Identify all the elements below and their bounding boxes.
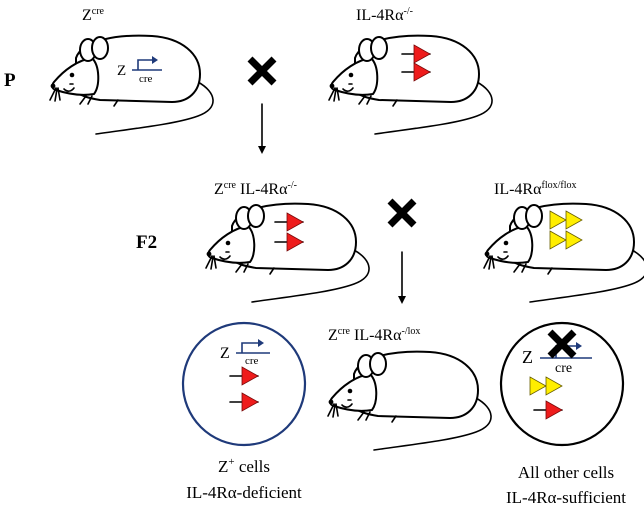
cell-right-caption-2: IL-4Rα-sufficient bbox=[506, 488, 626, 507]
f2-left-label: Zcre IL-4Rα-/- bbox=[214, 180, 297, 198]
promoter-arrow-head bbox=[152, 56, 158, 64]
gene-cre-text: cre bbox=[139, 73, 153, 85]
generation-label-p: P bbox=[4, 70, 16, 91]
promoter-arrow-head bbox=[258, 339, 264, 347]
cross-icon bbox=[390, 201, 414, 225]
mouse-icon bbox=[328, 34, 494, 135]
cell-left-caption-2: IL-4Rα-deficient bbox=[186, 483, 302, 502]
mouse-icon bbox=[483, 202, 644, 303]
offspring-label: Zcre IL-4Rα-/lox bbox=[328, 326, 420, 344]
generation-label-f2: F2 bbox=[136, 232, 157, 253]
promoter-arrow-head bbox=[576, 342, 582, 350]
gene-z-letter: Z bbox=[220, 345, 230, 362]
cross-icon bbox=[250, 59, 274, 83]
gene-z-letter: Z bbox=[117, 63, 126, 79]
gene-cre-text: cre bbox=[245, 355, 259, 367]
promoter-arrow-icon bbox=[241, 342, 258, 353]
arrow-down-head bbox=[258, 146, 266, 154]
cell-circle-icon bbox=[499, 321, 625, 447]
parent-right-label: IL-4Rα-/- bbox=[356, 6, 413, 24]
gene-cre-text: cre bbox=[555, 361, 572, 376]
gene-z-letter: Z bbox=[522, 347, 533, 367]
arrow-down-head bbox=[398, 296, 406, 304]
cell-right-caption-1: All other cells bbox=[518, 463, 614, 482]
cell-left-caption-1: Z+ cells bbox=[218, 456, 270, 476]
f2-right-label: IL-4Rαflox/flox bbox=[494, 180, 576, 198]
promoter-arrow-icon bbox=[137, 59, 152, 70]
parent-left-label: Zcre bbox=[82, 6, 105, 24]
mouse-icon bbox=[327, 350, 493, 451]
mouse-icon bbox=[49, 34, 215, 135]
